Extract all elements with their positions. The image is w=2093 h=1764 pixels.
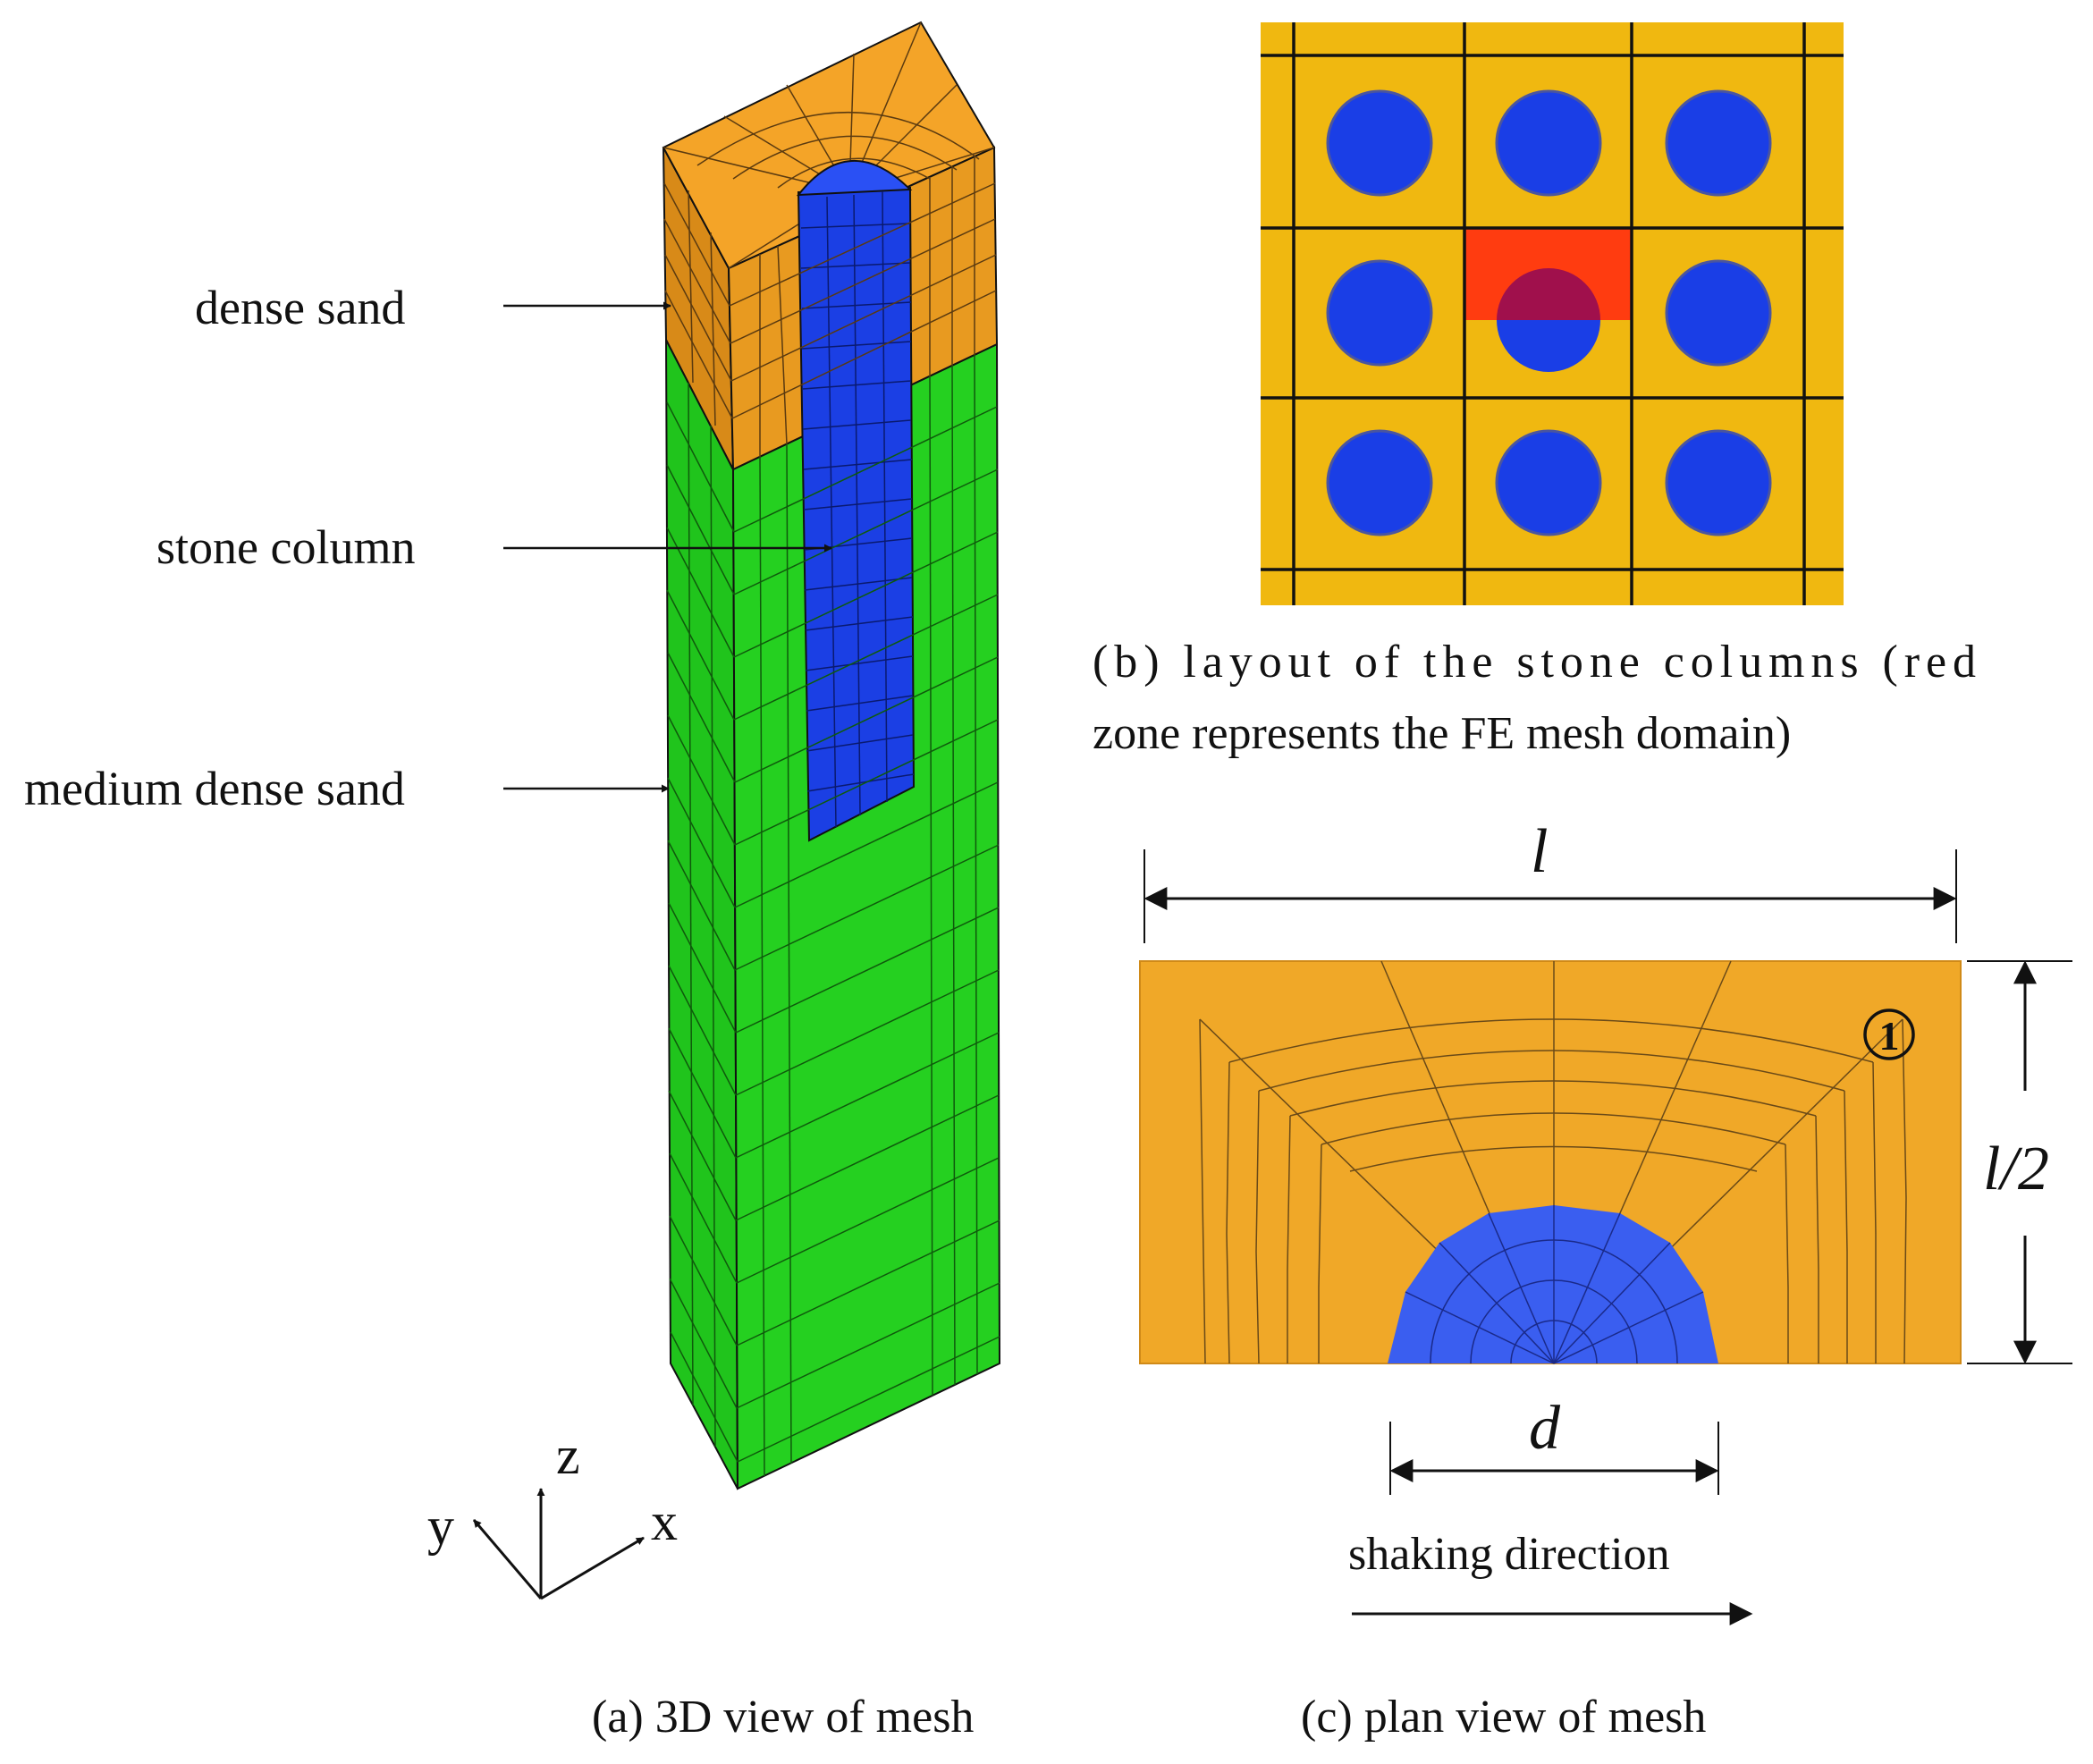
layout-grid-lines <box>1261 22 1844 605</box>
caption-b-line2: zone represents the FE mesh domain) <box>1093 708 1791 759</box>
column-circle <box>1495 89 1602 197</box>
column-circle <box>1665 89 1772 197</box>
zone-marker-circle <box>1863 1009 1915 1060</box>
column-circle <box>1326 429 1433 536</box>
caption-b-line1: (b) layout of the stone columns (red <box>1093 637 1976 688</box>
axis-label-y: y <box>427 1497 454 1556</box>
dimension-l: l <box>1144 817 1957 943</box>
shaking-direction-label: shaking direction <box>1348 1529 1670 1580</box>
stone-column-face <box>797 186 916 842</box>
medium-dense-sand-front-face <box>665 339 738 1490</box>
stone-column-circles <box>1326 89 1772 536</box>
axis-label-x: x <box>651 1492 678 1551</box>
dimension-label-d: d <box>1529 1394 1561 1463</box>
stone-column-top <box>796 159 913 197</box>
dimension-label-l: l <box>1531 817 1548 886</box>
plan-view-mesh: 1 <box>1139 960 1962 1364</box>
column-circle <box>1326 89 1433 197</box>
axis-label-z: z <box>556 1426 580 1485</box>
dimension-half-l: l/2 <box>1967 960 2072 1364</box>
center-column-upper <box>1497 268 1600 320</box>
axes-triad: z y x <box>427 1426 678 1600</box>
label-medium-dense-sand: medium dense sand <box>24 762 405 815</box>
plan-column-mesh <box>1405 1205 1704 1364</box>
stone-column-layout <box>1261 22 1844 605</box>
label-dense-sand: dense sand <box>195 281 405 334</box>
dimension-d: d <box>1389 1394 1719 1495</box>
center-column-lower <box>1497 320 1600 372</box>
dimension-label-half-l: l/2 <box>1983 1135 2049 1203</box>
zone-marker-number: 1 <box>1879 1013 1900 1059</box>
label-stone-column: stone column <box>156 520 415 574</box>
caption-a: (a) 3D view of mesh <box>592 1692 974 1743</box>
column-circle <box>1665 429 1772 536</box>
caption-c: (c) plan view of mesh <box>1301 1692 1706 1743</box>
mesh-3d-view <box>662 21 1001 1490</box>
column-circle <box>1495 429 1602 536</box>
column-circle <box>1326 259 1433 367</box>
column-circle <box>1665 259 1772 367</box>
